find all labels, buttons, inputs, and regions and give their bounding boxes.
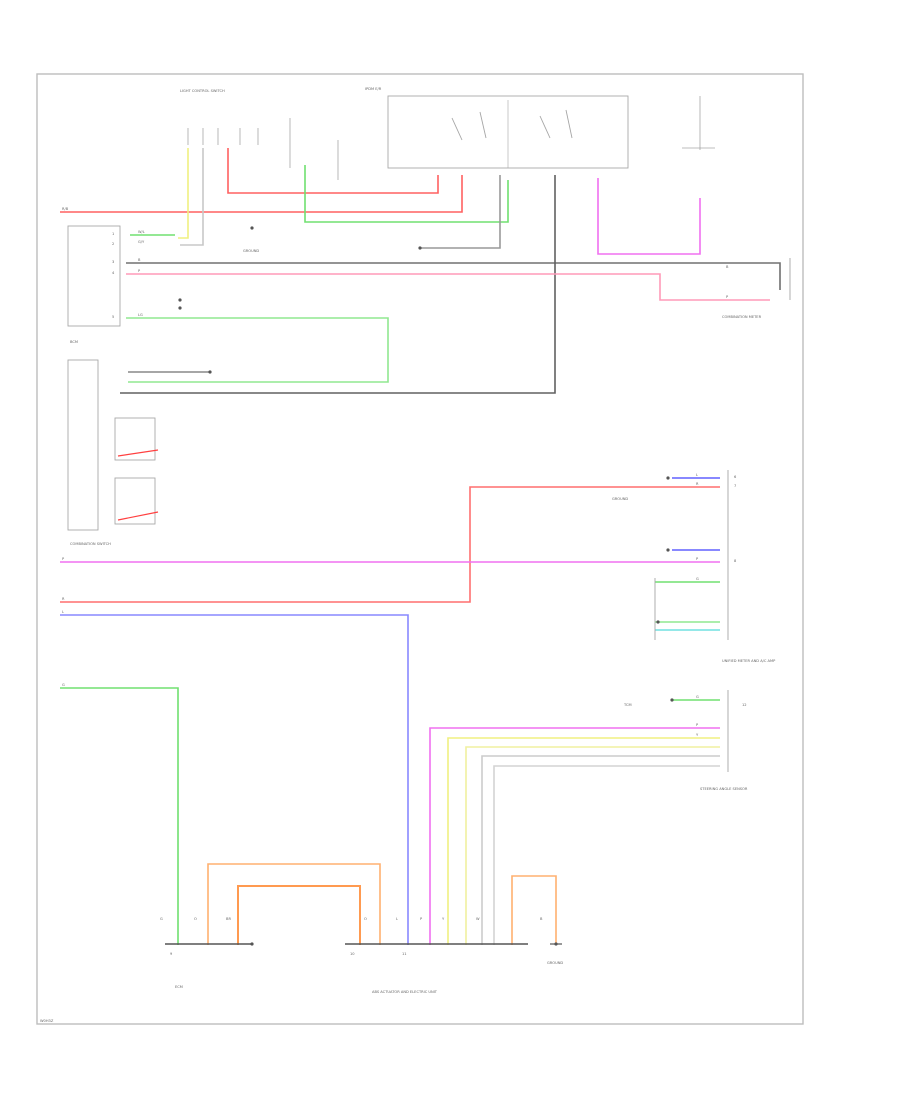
- pin-number: 9: [170, 952, 173, 956]
- wire-code: P: [726, 295, 729, 299]
- wire-code: B: [726, 265, 729, 269]
- wire-pink-1: [126, 273, 770, 301]
- label-abs: ABS ACTUATOR AND ELECTRIC UNIT: [372, 990, 438, 994]
- wire-code: P: [138, 269, 141, 273]
- wire-grey-low-1: [481, 755, 720, 945]
- wire-orange-2: [237, 885, 361, 945]
- wire-code: P: [696, 723, 699, 727]
- bcm-box: [67, 225, 121, 327]
- wire-code: L: [396, 917, 398, 921]
- label-ipdm: IPDM E/R: [365, 87, 382, 91]
- wire-code: P: [62, 557, 65, 561]
- pin-number: 11: [402, 952, 407, 956]
- wire-blue-1: [60, 614, 409, 945]
- footer-code: W0H3Z: [40, 1019, 54, 1023]
- wire-code: BR: [226, 917, 231, 921]
- wire-green-1: [304, 165, 509, 223]
- wire-code: G: [696, 577, 699, 581]
- label-unified-meter: UNIFIED METER AND A/C AMP: [722, 659, 776, 663]
- wire-dark-1: [126, 262, 781, 290]
- label-combination-meter: COMBINATION METER: [722, 315, 762, 319]
- wire-code: R/B: [62, 207, 69, 211]
- wire-dark-2: [120, 175, 556, 394]
- wire-grey-low-2: [493, 765, 720, 945]
- wire-red-top: [60, 175, 463, 213]
- wire-orange-1: [207, 863, 381, 945]
- wire-code: Y: [442, 917, 445, 921]
- wire-red-mid: [60, 486, 720, 603]
- wire-code: Y: [696, 733, 699, 737]
- wire-code: LG: [138, 313, 143, 317]
- label-combination-switch: COMBINATION SWITCH: [70, 542, 111, 546]
- pin-number: 8: [734, 559, 737, 563]
- pin-number: 10: [350, 952, 355, 956]
- pin-number: 3: [112, 260, 114, 264]
- wire-magenta-top: [597, 178, 701, 255]
- diagram-frame: [36, 73, 804, 1025]
- wire-grey-2: [420, 175, 501, 249]
- connector-dots: [178, 226, 674, 946]
- pin-number: 6: [734, 475, 737, 479]
- label-bcm: BCM: [70, 340, 78, 344]
- combination-switch-box: [67, 359, 99, 531]
- wire-code: R: [62, 597, 65, 601]
- wire-code: O: [194, 917, 197, 921]
- label-ground-3: GROUND: [547, 961, 563, 965]
- label-ground-1: GROUND: [243, 249, 259, 253]
- wire-yellow-1: [178, 148, 189, 239]
- right-modules: UNIFIED METER AND A/C AMP COMBINATION ME…: [700, 258, 791, 791]
- wire-code-labels: R/B W/L G/Y B P LG R L P G G O BR O L P …: [62, 207, 729, 921]
- wire-grey-1: [180, 148, 204, 246]
- wire-code: W: [476, 917, 480, 921]
- wire-green-bottom: [60, 687, 179, 945]
- wire-red-2: [227, 148, 439, 194]
- wire-magenta-low: [429, 727, 720, 945]
- wire-code: L: [696, 473, 698, 477]
- pin-number: 5: [112, 315, 114, 319]
- wire-code: G: [62, 683, 65, 687]
- pin-number: 7: [734, 484, 736, 488]
- pin-number: 2: [112, 242, 114, 246]
- label-tcm: TCM: [623, 703, 632, 707]
- wire-code: L: [62, 610, 64, 614]
- pin-numbers: 1 2 3 4 5 6 7 8 9 10 11 12: [112, 232, 747, 956]
- wire-orange-3: [511, 875, 557, 945]
- wire-yellow-low-1: [447, 737, 720, 945]
- wire-code: O: [364, 917, 367, 921]
- wire-code: G/Y: [138, 240, 145, 244]
- left-modules: BCM COMBINATION SWITCH: [67, 225, 159, 546]
- wire-code: B: [540, 917, 543, 921]
- bottom-modules: ECM ABS ACTUATOR AND ELECTRIC UNIT GROUN…: [165, 249, 632, 994]
- wire-code: G: [696, 695, 699, 699]
- wire-code: P: [696, 557, 699, 561]
- wire-code: B: [138, 258, 141, 262]
- wire-code: G: [160, 917, 163, 921]
- wires: [60, 148, 781, 945]
- label-ecm: ECM: [175, 985, 183, 989]
- pin-number: 4: [112, 271, 115, 275]
- label-steering-sensor: STEERING ANGLE SENSOR: [700, 787, 748, 791]
- top-components: LIGHT CONTROL SWITCH IPDM E/R: [180, 87, 715, 180]
- wire-green-3: [126, 317, 389, 383]
- wire-code: P: [420, 917, 423, 921]
- label-light-control-switch: LIGHT CONTROL SWITCH: [180, 89, 225, 93]
- label-ground-2: GROUND: [612, 497, 628, 501]
- pin-number: 1: [112, 232, 114, 236]
- wire-code: W/L: [138, 230, 145, 234]
- wire-code: R: [696, 482, 699, 486]
- wire-yellow-low-2: [465, 746, 720, 945]
- pin-number: 12: [742, 703, 747, 707]
